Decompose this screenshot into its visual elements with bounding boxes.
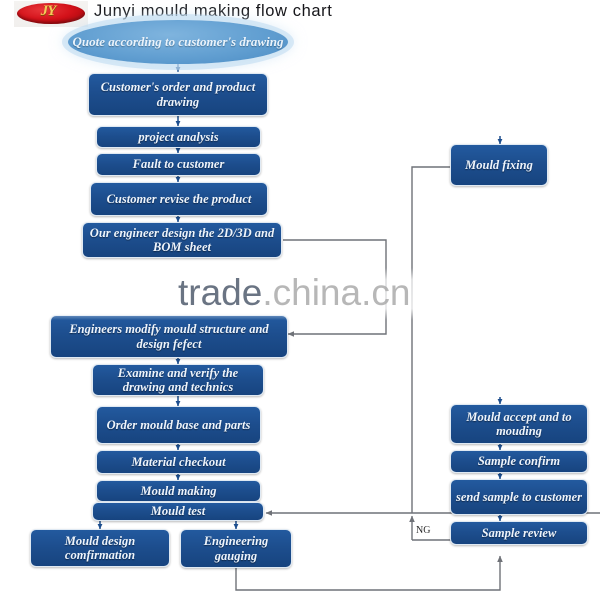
flow-node-mould-accept[interactable]: Mould accept and to mouding — [450, 404, 588, 444]
flow-node-sample-review[interactable]: Sample review — [450, 521, 588, 545]
edge-gauging-to-samplereview — [235, 555, 503, 591]
flow-node-examine-verify[interactable]: Examine and verify the drawing and techn… — [92, 364, 264, 396]
logo-letters: JY — [40, 3, 57, 19]
flow-node-label: Customer's order and product drawing — [100, 80, 256, 109]
edge-label-ng: NG — [416, 525, 431, 536]
flow-node-order-mould-base[interactable]: Order mould base and parts — [96, 406, 261, 444]
junyi-logo: JY — [14, 1, 88, 27]
flow-node-label: Sample review — [481, 525, 557, 540]
flow-node-engineer-design[interactable]: Our engineer design the 2D/3D and BOM sh… — [82, 222, 282, 258]
flow-node-engineers-modify[interactable]: Engineers modify mould structure and des… — [50, 315, 288, 358]
flow-node-label: Order mould base and parts — [106, 417, 251, 432]
flow-node-label: Engineering gauging — [203, 534, 269, 563]
flow-node-label: Customer revise the product — [106, 191, 252, 206]
flow-node-label: project analysis — [138, 129, 219, 144]
flow-node-label: Mould test — [150, 504, 206, 519]
flow-node-engineering-gauging[interactable]: Engineering gauging — [180, 529, 292, 568]
edge-design-to-modify — [283, 239, 387, 337]
flow-node-label: Examine and verify the drawing and techn… — [117, 365, 239, 394]
flow-node-start-label: Quote according to customer's drawing — [72, 34, 284, 50]
flow-node-project-analysis[interactable]: project analysis — [96, 126, 261, 148]
flow-node-sample-confirm[interactable]: Sample confirm — [450, 450, 588, 473]
flow-node-customer-revise[interactable]: Customer revise the product — [90, 182, 268, 216]
flow-node-label: Our engineer design the 2D/3D and BOM sh… — [89, 225, 275, 254]
flow-node-fault-to-customer[interactable]: Fault to customer — [96, 153, 261, 176]
logo-oval-shape — [17, 3, 85, 24]
flow-node-mould-fixing[interactable]: Mould fixing — [450, 144, 548, 186]
flow-node-label: Mould design comfirmation — [64, 533, 136, 562]
flow-node-label: Mould making — [140, 483, 217, 498]
flow-node-mould-making[interactable]: Mould making — [96, 480, 261, 502]
flow-node-label: send sample to customer — [455, 489, 583, 504]
flow-node-label: Sample confirm — [477, 454, 561, 469]
flow-node-label: Material checkout — [131, 454, 226, 469]
flow-node-start[interactable]: Quote according to customer's drawing — [68, 20, 288, 64]
flow-node-send-sample[interactable]: send sample to customer — [450, 479, 588, 515]
flow-node-label: Fault to customer — [132, 157, 225, 172]
flow-node-customers-order[interactable]: Customer's order and product drawing — [88, 73, 268, 116]
edge-mouldfixing-down — [411, 166, 450, 513]
flow-node-material-checkout[interactable]: Material checkout — [96, 450, 261, 474]
flow-node-label: Engineers modify mould structure and des… — [69, 322, 269, 351]
page-title: Junyi mould making flow chart — [94, 2, 333, 20]
flow-node-mould-design-confirmation[interactable]: Mould design comfirmation — [30, 529, 170, 567]
flow-node-mould-test[interactable]: Mould test — [92, 502, 264, 521]
flow-node-label: Mould accept and to mouding — [466, 409, 572, 438]
flow-node-label: Mould fixing — [465, 157, 533, 172]
